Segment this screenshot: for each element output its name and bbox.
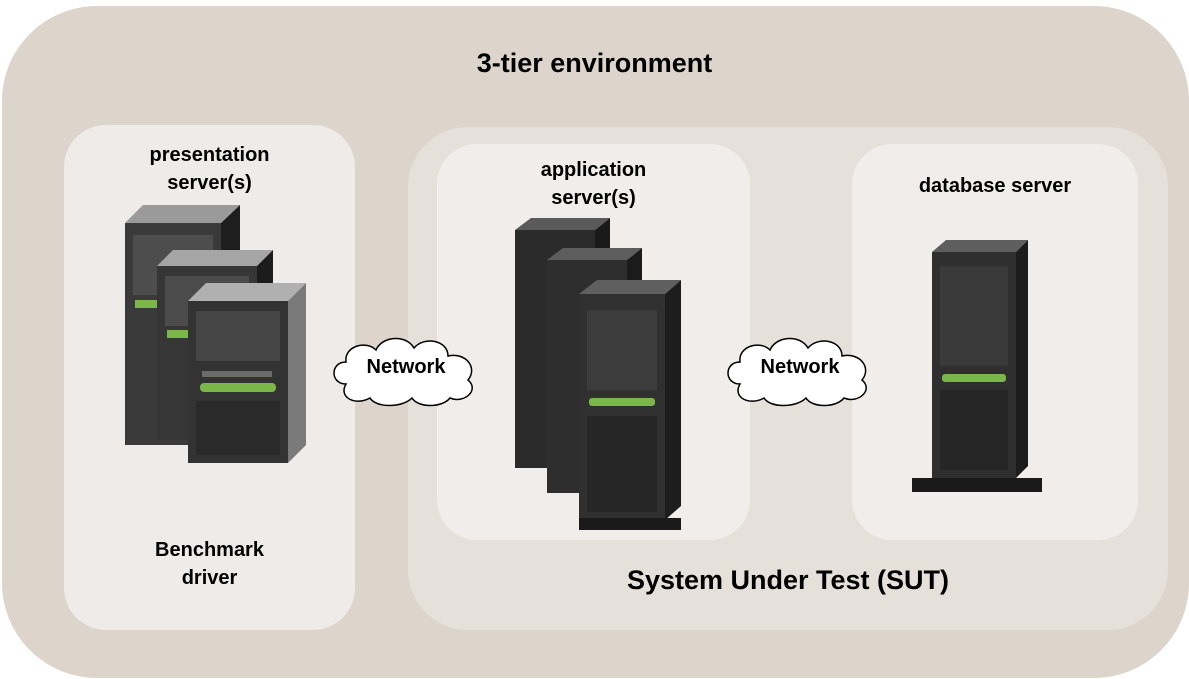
sut-label: System Under Test (SUT) (626, 565, 950, 595)
application-server-icon-3 (579, 280, 681, 530)
application-label-line2: server(s) (551, 187, 636, 209)
presentation-server-icon-3 (188, 283, 306, 463)
database-label: database server (918, 175, 1072, 197)
benchmark-label-line1: Benchmark (155, 539, 264, 561)
database-server-icon (912, 240, 1042, 492)
presentation-label: presentation server(s) (64, 141, 355, 197)
benchmark-label-line2: driver (181, 567, 238, 589)
benchmark-driver-label: Benchmark driver (64, 536, 355, 592)
network-cloud-icon-2 (727, 337, 867, 407)
network-cloud-icon-1 (333, 337, 473, 407)
network-label-1: Network (366, 356, 446, 378)
diagram-title: 3-tier environment (476, 48, 713, 78)
application-label-line1: application (540, 159, 647, 181)
presentation-label-line1: presentation (149, 144, 270, 166)
presentation-label-line2: server(s) (167, 172, 252, 194)
network-label-2: Network (760, 356, 840, 378)
application-label: application server(s) (437, 156, 750, 212)
